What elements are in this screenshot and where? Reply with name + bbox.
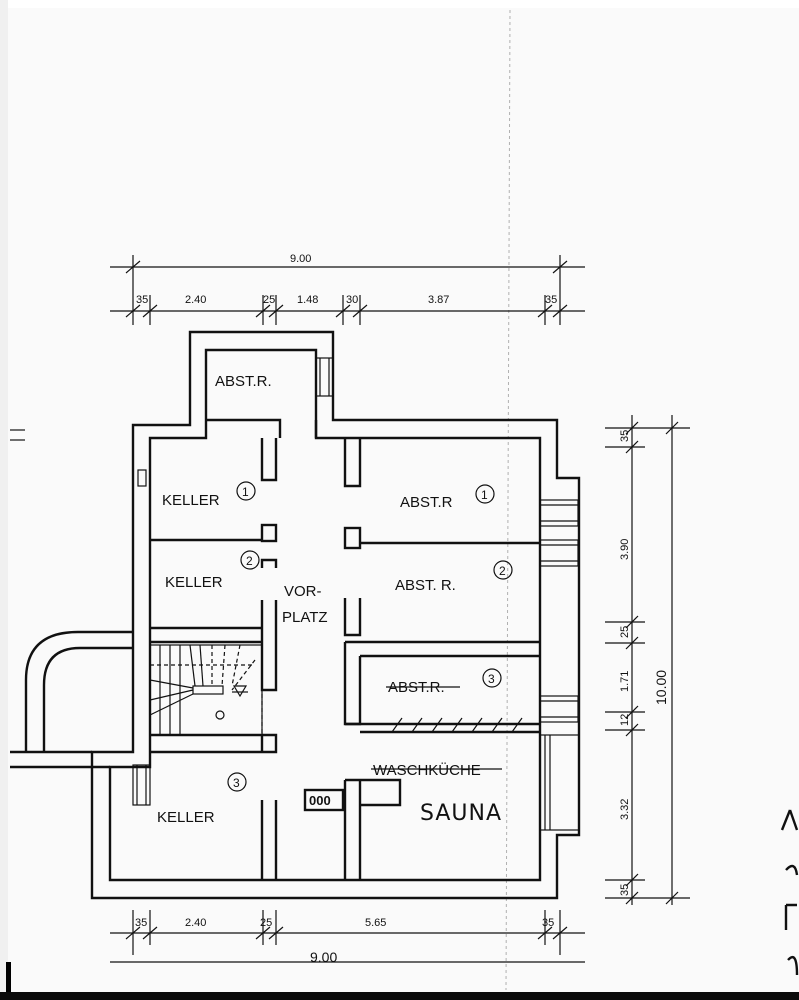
scan-left-mark — [6, 962, 11, 992]
cut-off-handwriting — [780, 809, 799, 976]
dim-right-wall-mid1: 25 — [619, 626, 631, 638]
staircase — [149, 644, 263, 736]
dim-overall-top: 9.00 — [290, 253, 311, 265]
dim-bottom-seg1: 2.40 — [185, 917, 206, 929]
room-keller-3: KELLER — [157, 809, 215, 826]
room-sauna: SAUNA — [420, 801, 502, 826]
paper-fold-line — [505, 9, 511, 991]
dim-right-seg2: 1.71 — [619, 671, 631, 692]
dim-right-seg3: 3.32 — [619, 799, 631, 820]
dim-top-seg2: 1.48 — [297, 294, 318, 306]
dim-bottom-overall-cut: 9.00 — [310, 949, 337, 965]
room-keller-3-number: 3 — [233, 776, 240, 790]
room-number-circle — [475, 484, 495, 504]
dim-top-wall-mid2: 30 — [346, 294, 358, 306]
room-vorplatz-line2: PLATZ — [282, 609, 328, 626]
room-keller-2-number: 2 — [246, 554, 253, 568]
dim-bottom-seg2: 5.65 — [365, 917, 386, 929]
right-dimension-chain: 35 3.90 25 1.71 12 3.32 35 10.00 — [605, 415, 690, 905]
dim-top-wall-mid1: 25 — [263, 294, 275, 306]
top-dimension-chain: 9.00 35 2.40 25 1.48 30 3.87 35 — [110, 253, 585, 325]
room-abst-3-number: 3 — [488, 672, 495, 686]
interior-walls — [150, 418, 540, 880]
dim-bottom-wall-right: 35 — [542, 917, 554, 929]
dim-right-wall-bottom: 35 — [619, 884, 631, 896]
dim-right-seg1: 3.90 — [619, 539, 631, 560]
outer-walls — [10, 330, 581, 900]
room-keller-1-number: 1 — [242, 485, 249, 499]
windows — [132, 357, 580, 831]
room-number-circle — [227, 772, 247, 792]
room-abst-2-number: 2 — [499, 564, 506, 578]
dim-right-wall-top: 35 — [619, 430, 631, 442]
room-abst-2: ABST. R. — [395, 577, 456, 594]
dim-top-seg3: 3.87 — [428, 294, 449, 306]
room-number-circle — [240, 550, 260, 570]
dim-top-seg1: 2.40 — [185, 294, 206, 306]
room-waschkueche: WASCHKÜCHE — [373, 761, 481, 779]
dim-right-wall-mid2: 12 — [619, 714, 631, 726]
room-abst-top: ABST.R. — [215, 373, 272, 390]
room-vorplatz-line1: VOR- — [284, 583, 322, 600]
plan-sheet — [8, 8, 799, 992]
dim-overall-right: 10.00 — [653, 670, 669, 705]
room-number-circle — [236, 481, 256, 501]
dim-top-wall-right: 35 — [545, 294, 557, 306]
dim-bottom-wall-mid: 25 — [260, 917, 272, 929]
room-number-circle — [493, 560, 513, 580]
room-labels: ABST.R. KELLER 1 ABST.R 1 2 KELLER VOR- … — [157, 373, 523, 826]
scan-bottom-edge — [0, 992, 799, 1000]
scan-left-edge — [0, 0, 8, 1000]
dim-top-wall-left: 35 — [136, 294, 148, 306]
room-abst-1-number: 1 — [481, 488, 488, 502]
room-keller-1: KELLER — [162, 492, 220, 509]
meter-box — [303, 788, 345, 812]
room-abst-1: ABST.R — [400, 494, 453, 511]
dim-bottom-wall-left: 35 — [135, 917, 147, 929]
bottom-dimension-chain: 35 2.40 25 5.65 35 9.00 — [110, 910, 585, 965]
room-keller-2: KELLER — [165, 574, 223, 591]
room-number-circle — [482, 668, 502, 688]
meter-box-label: 000 — [309, 793, 331, 808]
